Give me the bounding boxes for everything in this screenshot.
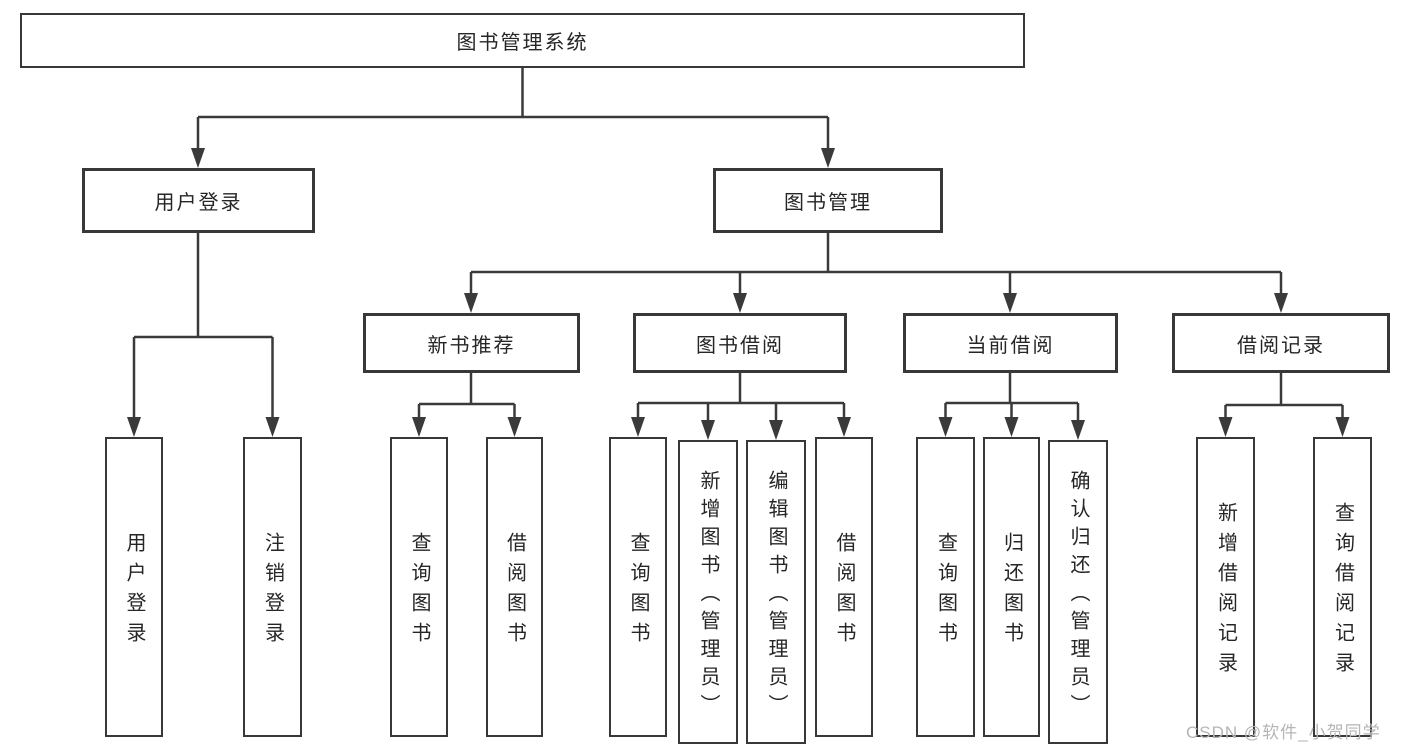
leaf-borrowing-edit-books-admin-label: 编辑图书（管理员） bbox=[765, 470, 787, 722]
node-book-management-system: 图书管理系统 bbox=[20, 13, 1025, 68]
node-new-book-recommendation: 新书推荐 bbox=[363, 313, 580, 373]
connector-book-borrowing-children bbox=[631, 373, 851, 440]
connector-new-books-children bbox=[412, 373, 522, 437]
watermark: CSDN @软件_小贺同学 bbox=[1186, 723, 1381, 742]
node-current-borrowing: 当前借阅 bbox=[903, 313, 1118, 373]
leaf-newbooks-query-books-label: 查询图书 bbox=[408, 532, 430, 652]
leaf-current-confirm-return-admin: 确认归还（管理员） bbox=[1048, 440, 1108, 744]
node-book-borrowing: 图书借阅 bbox=[633, 313, 847, 373]
leaf-newbooks-query-books: 查询图书 bbox=[390, 437, 448, 737]
leaf-records-add-record-label: 新增借阅记录 bbox=[1214, 502, 1237, 682]
node-user-login: 用户登录 bbox=[82, 168, 315, 233]
connector-user-login-children bbox=[127, 233, 280, 437]
leaf-records-query-record-label: 查询借阅记录 bbox=[1331, 502, 1354, 682]
leaf-current-confirm-return-admin-label: 确认归还（管理员） bbox=[1067, 470, 1089, 722]
leaf-current-return-books: 归还图书 bbox=[983, 437, 1040, 737]
connector-current-borrowing-children bbox=[938, 373, 1085, 440]
leaf-newbooks-borrow-books: 借阅图书 bbox=[486, 437, 543, 737]
leaf-logout: 注销登录 bbox=[243, 437, 302, 737]
leaf-borrowing-query-books: 查询图书 bbox=[609, 437, 667, 737]
connector-book-management-children bbox=[464, 233, 1288, 313]
leaf-borrowing-edit-books-admin: 编辑图书（管理员） bbox=[746, 440, 806, 744]
leaf-borrowing-borrow-books-label: 借阅图书 bbox=[833, 532, 855, 652]
leaf-borrowing-add-books-admin-label: 新增图书（管理员） bbox=[697, 470, 719, 722]
leaf-borrowing-borrow-books: 借阅图书 bbox=[815, 437, 873, 737]
leaf-records-add-record: 新增借阅记录 bbox=[1196, 437, 1255, 737]
leaf-current-query-books-label: 查询图书 bbox=[934, 532, 957, 652]
node-book-management: 图书管理 bbox=[713, 168, 943, 233]
connector-borrowing-records-children bbox=[1218, 373, 1350, 437]
leaf-borrowing-add-books-admin: 新增图书（管理员） bbox=[678, 440, 738, 744]
node-borrowing-records: 借阅记录 bbox=[1172, 313, 1390, 373]
leaf-records-query-record: 查询借阅记录 bbox=[1313, 437, 1372, 737]
leaf-user-login: 用户登录 bbox=[105, 437, 163, 737]
leaf-newbooks-borrow-books-label: 借阅图书 bbox=[503, 532, 526, 652]
connector-root-to-level2 bbox=[191, 68, 835, 168]
leaf-current-query-books: 查询图书 bbox=[916, 437, 975, 737]
leaf-logout-label: 注销登录 bbox=[261, 532, 284, 652]
leaf-borrowing-query-books-label: 查询图书 bbox=[627, 532, 649, 652]
leaf-user-login-label: 用户登录 bbox=[123, 532, 145, 652]
leaf-current-return-books-label: 归还图书 bbox=[1000, 532, 1023, 652]
